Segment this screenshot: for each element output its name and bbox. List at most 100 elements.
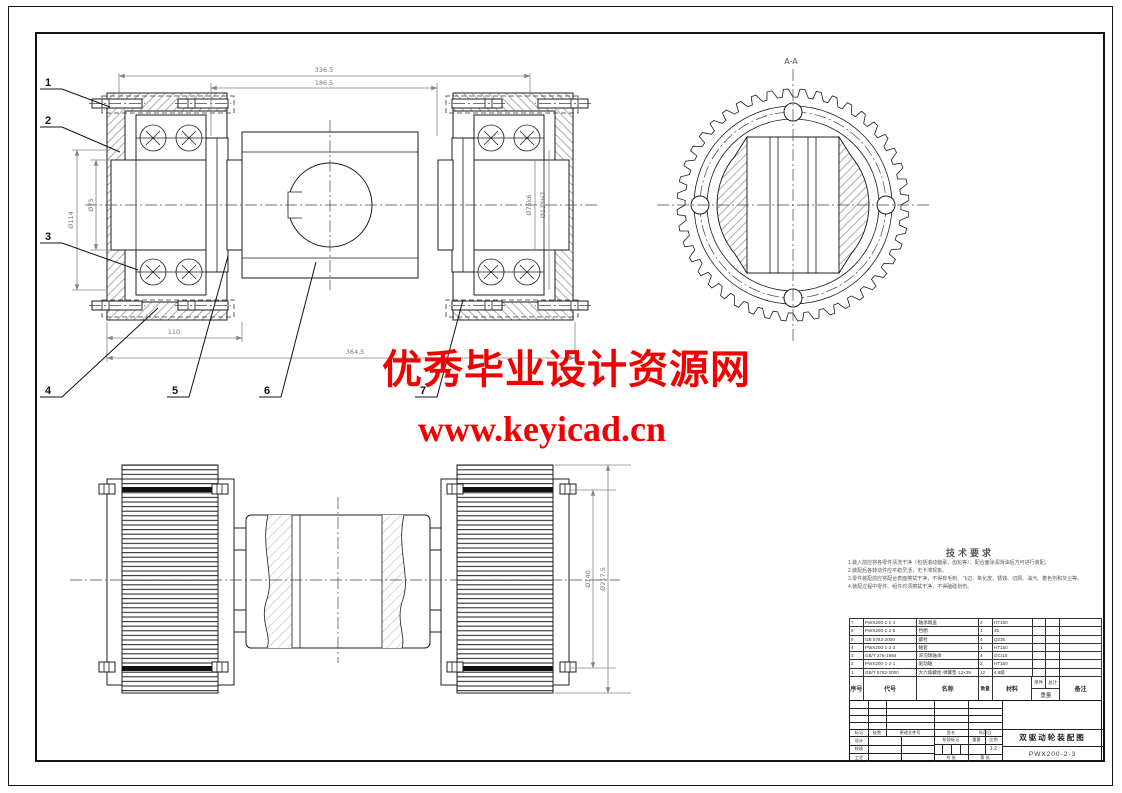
parts-list-cell: Q235 (993, 635, 1033, 643)
parts-list-cell (1046, 668, 1061, 677)
parts-list-cell: 12 (979, 668, 993, 677)
tech-requirement-line: 1.装入前应将各零件清洗干净（包括滚动轴承、齿轮等），配合面涂润滑油后方可进行装… (848, 560, 1050, 566)
parts-list-cell (1033, 635, 1047, 643)
label-sheet-no: 第 张 (980, 755, 990, 760)
right-drive-wheel (440, 464, 577, 694)
dim-top-inner: 186.5 (210, 79, 438, 136)
parts-list-cell: 7 (850, 619, 864, 627)
parts-list-header: 序号 代号 名称 数量 材料 单件 总计 重量 备注 (850, 677, 1101, 701)
parts-list-cell: 2 (850, 660, 864, 668)
dim-left-outer: Ø114 (67, 149, 107, 291)
parts-list-cell: PWX200·1·2·1 (864, 660, 918, 668)
watermark-site-url: www.keyicad.cn (418, 409, 667, 449)
tech-requirement-line: 2.装配后各转动件应平稳灵活，无卡滞现象。 (848, 568, 948, 574)
svg-text:186.5: 186.5 (315, 79, 334, 87)
label-weight: 重量 (972, 737, 981, 742)
parts-list-cell (1046, 635, 1061, 643)
label-sheets-total: 共 张 (946, 755, 956, 760)
parts-list-cell: 4.8级 (993, 668, 1033, 677)
header-no: 序号 (850, 677, 864, 701)
header-weight: 重量 (1040, 692, 1052, 699)
svg-text:336.5: 336.5 (315, 66, 334, 74)
dim-left-inner: Ø75 (87, 159, 111, 251)
parts-list-cell: GB 5782-2000 (864, 635, 918, 643)
label-check: 校核 (854, 746, 864, 751)
parts-list-cell: 5 (850, 635, 864, 643)
parts-list-cell: 2 (979, 660, 993, 668)
watermark-site-name: 优秀毕业设计资源网 (382, 347, 751, 392)
balloon-6: 6 (264, 385, 270, 397)
parts-list-cell (1060, 627, 1101, 634)
dim-bottom-left: 110 (106, 322, 243, 362)
parts-list-cell (1060, 619, 1101, 626)
svg-text:110: 110 (168, 328, 180, 336)
parts-list-cell: 深沟球轴承 (917, 652, 979, 660)
dim-top-overall: 336.5 (118, 66, 531, 96)
parts-list-cell: 螺栓 (917, 635, 979, 643)
label-design: 设计 (854, 737, 864, 743)
parts-list-cell (1060, 660, 1101, 667)
tech-requirement-line: 3.零件装配前应将配合表面擦拭干净，不得有毛刺、飞边、氧化皮、锈蚀、切屑、油污、… (848, 576, 1083, 582)
parts-list-cell: HT150 (993, 619, 1033, 627)
parts-list-cell (1046, 652, 1061, 660)
parts-list-cell (1033, 668, 1047, 677)
parts-list-cell (1046, 660, 1061, 668)
label-process: 工艺 (854, 754, 864, 760)
balloon-7: 7 (420, 385, 426, 397)
svg-text:Ø75: Ø75 (87, 198, 95, 211)
parts-list-cell: PWX200·1·2·5 (864, 627, 918, 635)
balloon-4: 4 (45, 385, 52, 397)
technical-requirements: 技术要求 1.装入前应将各零件清洗干净（包括滚动轴承、齿轮等），配合面涂润滑油后… (848, 546, 1092, 591)
label-signature: 签名 (946, 729, 956, 735)
drawing-number: PWX200-2-3 (1028, 750, 1077, 758)
header-name: 名称 (917, 677, 979, 701)
svg-text:Ø114: Ø114 (67, 211, 75, 229)
header-code: 代号 (864, 677, 918, 701)
dim-wheel-outer: Ø217.5 (555, 464, 631, 694)
dim-wheel-inner: Ø140 (569, 489, 616, 669)
label-count: 处数 (872, 729, 882, 735)
header-weight-group: 单件 总计 重量 (1032, 677, 1061, 701)
parts-list-cell (1033, 660, 1047, 668)
drawing-title: 双驱动轮装配图 (1019, 733, 1086, 742)
header-material: 材料 (993, 677, 1033, 701)
parts-list-cell (1046, 643, 1061, 652)
sheet-inner-frame (35, 32, 1105, 762)
sheet-outer-frame (8, 6, 1113, 786)
parts-list-cell: 3 (850, 652, 864, 660)
parts-list-cell (1033, 652, 1047, 660)
parts-list-cell: 45 (993, 627, 1033, 635)
parts-list-cell: 大六角螺栓·弹簧垫 12×35 (917, 668, 979, 677)
section-label: A-A (784, 57, 798, 66)
parts-list-cell (1033, 643, 1047, 652)
parts-list-cell: GCr15 (993, 652, 1033, 660)
parts-list-cell (1060, 652, 1101, 659)
dim-right-outer: Ø114H7 (539, 192, 547, 219)
header-qty: 数量 (979, 677, 993, 701)
header-remark: 备注 (1074, 687, 1087, 694)
parts-list-cell: 4 (979, 652, 993, 660)
label-date: 年月日 (978, 729, 992, 735)
technical-requirements-lines: 1.装入前应将各零件清洗干净（包括滚动轴承、齿轮等），配合面涂润滑油后方可进行装… (848, 559, 1092, 591)
svg-text:364.5: 364.5 (346, 348, 365, 356)
dim-right-inner: Ø75k6 (525, 194, 533, 215)
section-a-a-view: A-A (657, 57, 929, 341)
left-drive-wheel (98, 464, 235, 694)
parts-list-cell: PWX200·1·2·4 (864, 619, 918, 627)
header-weight-unit: 单件 (1032, 677, 1046, 689)
parts-list-cell: PWX200·1·2·3 (864, 643, 918, 652)
parts-list-cell: 驱动轴 (917, 660, 979, 668)
parts-list-cell (1060, 644, 1101, 651)
tech-requirement-line: 4.装配过程中零件、组件均须擦拭干净，不得磕碰划伤。 (848, 584, 973, 590)
scale-value: 1:2 (990, 746, 997, 752)
parts-list-cell (1033, 627, 1047, 635)
technical-requirements-title: 技术要求 (945, 548, 994, 558)
parts-list-cell: GB/T 5782-2000 (864, 668, 918, 677)
label-scale: 比例 (989, 737, 998, 742)
balloon-2: 2 (45, 115, 51, 127)
balloon-1: 1 (45, 77, 51, 89)
